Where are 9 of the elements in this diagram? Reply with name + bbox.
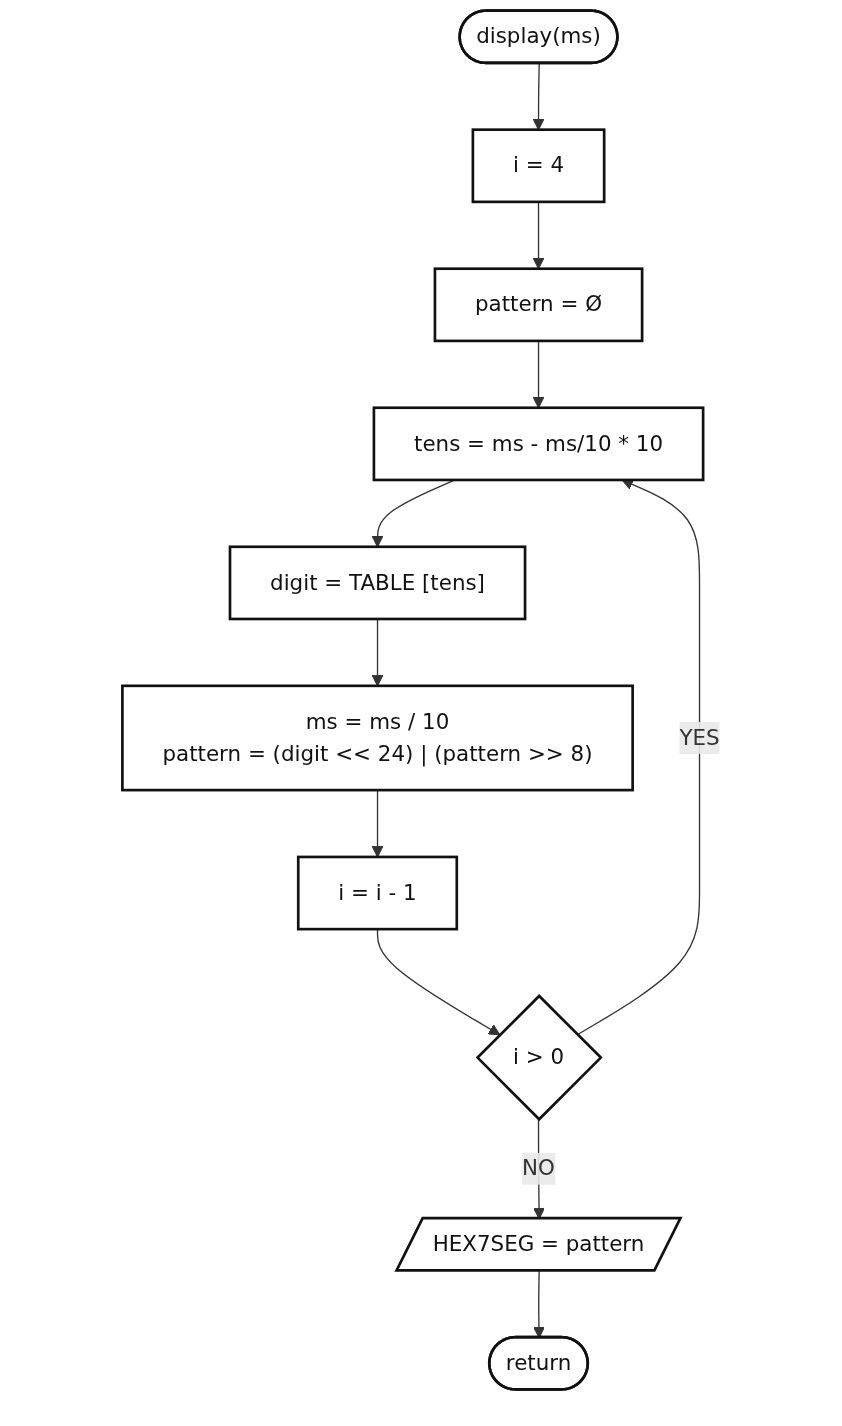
node-box: pattern = Ø (433, 267, 644, 343)
node-diamond: i > 0 (475, 994, 603, 1122)
node-box: i = 4 (471, 128, 606, 204)
node-box: i = i - 1 (296, 855, 459, 931)
edge-label: YES (679, 724, 720, 750)
node-box: tens = ms - ms/10 * 10 (372, 406, 705, 482)
node-box: digit = TABLE [tens] (228, 545, 527, 621)
node-box: ms = ms / 10 pattern = (digit << 24) | (pattern >> 8) (121, 684, 634, 792)
edge-label: NO (522, 1155, 555, 1181)
